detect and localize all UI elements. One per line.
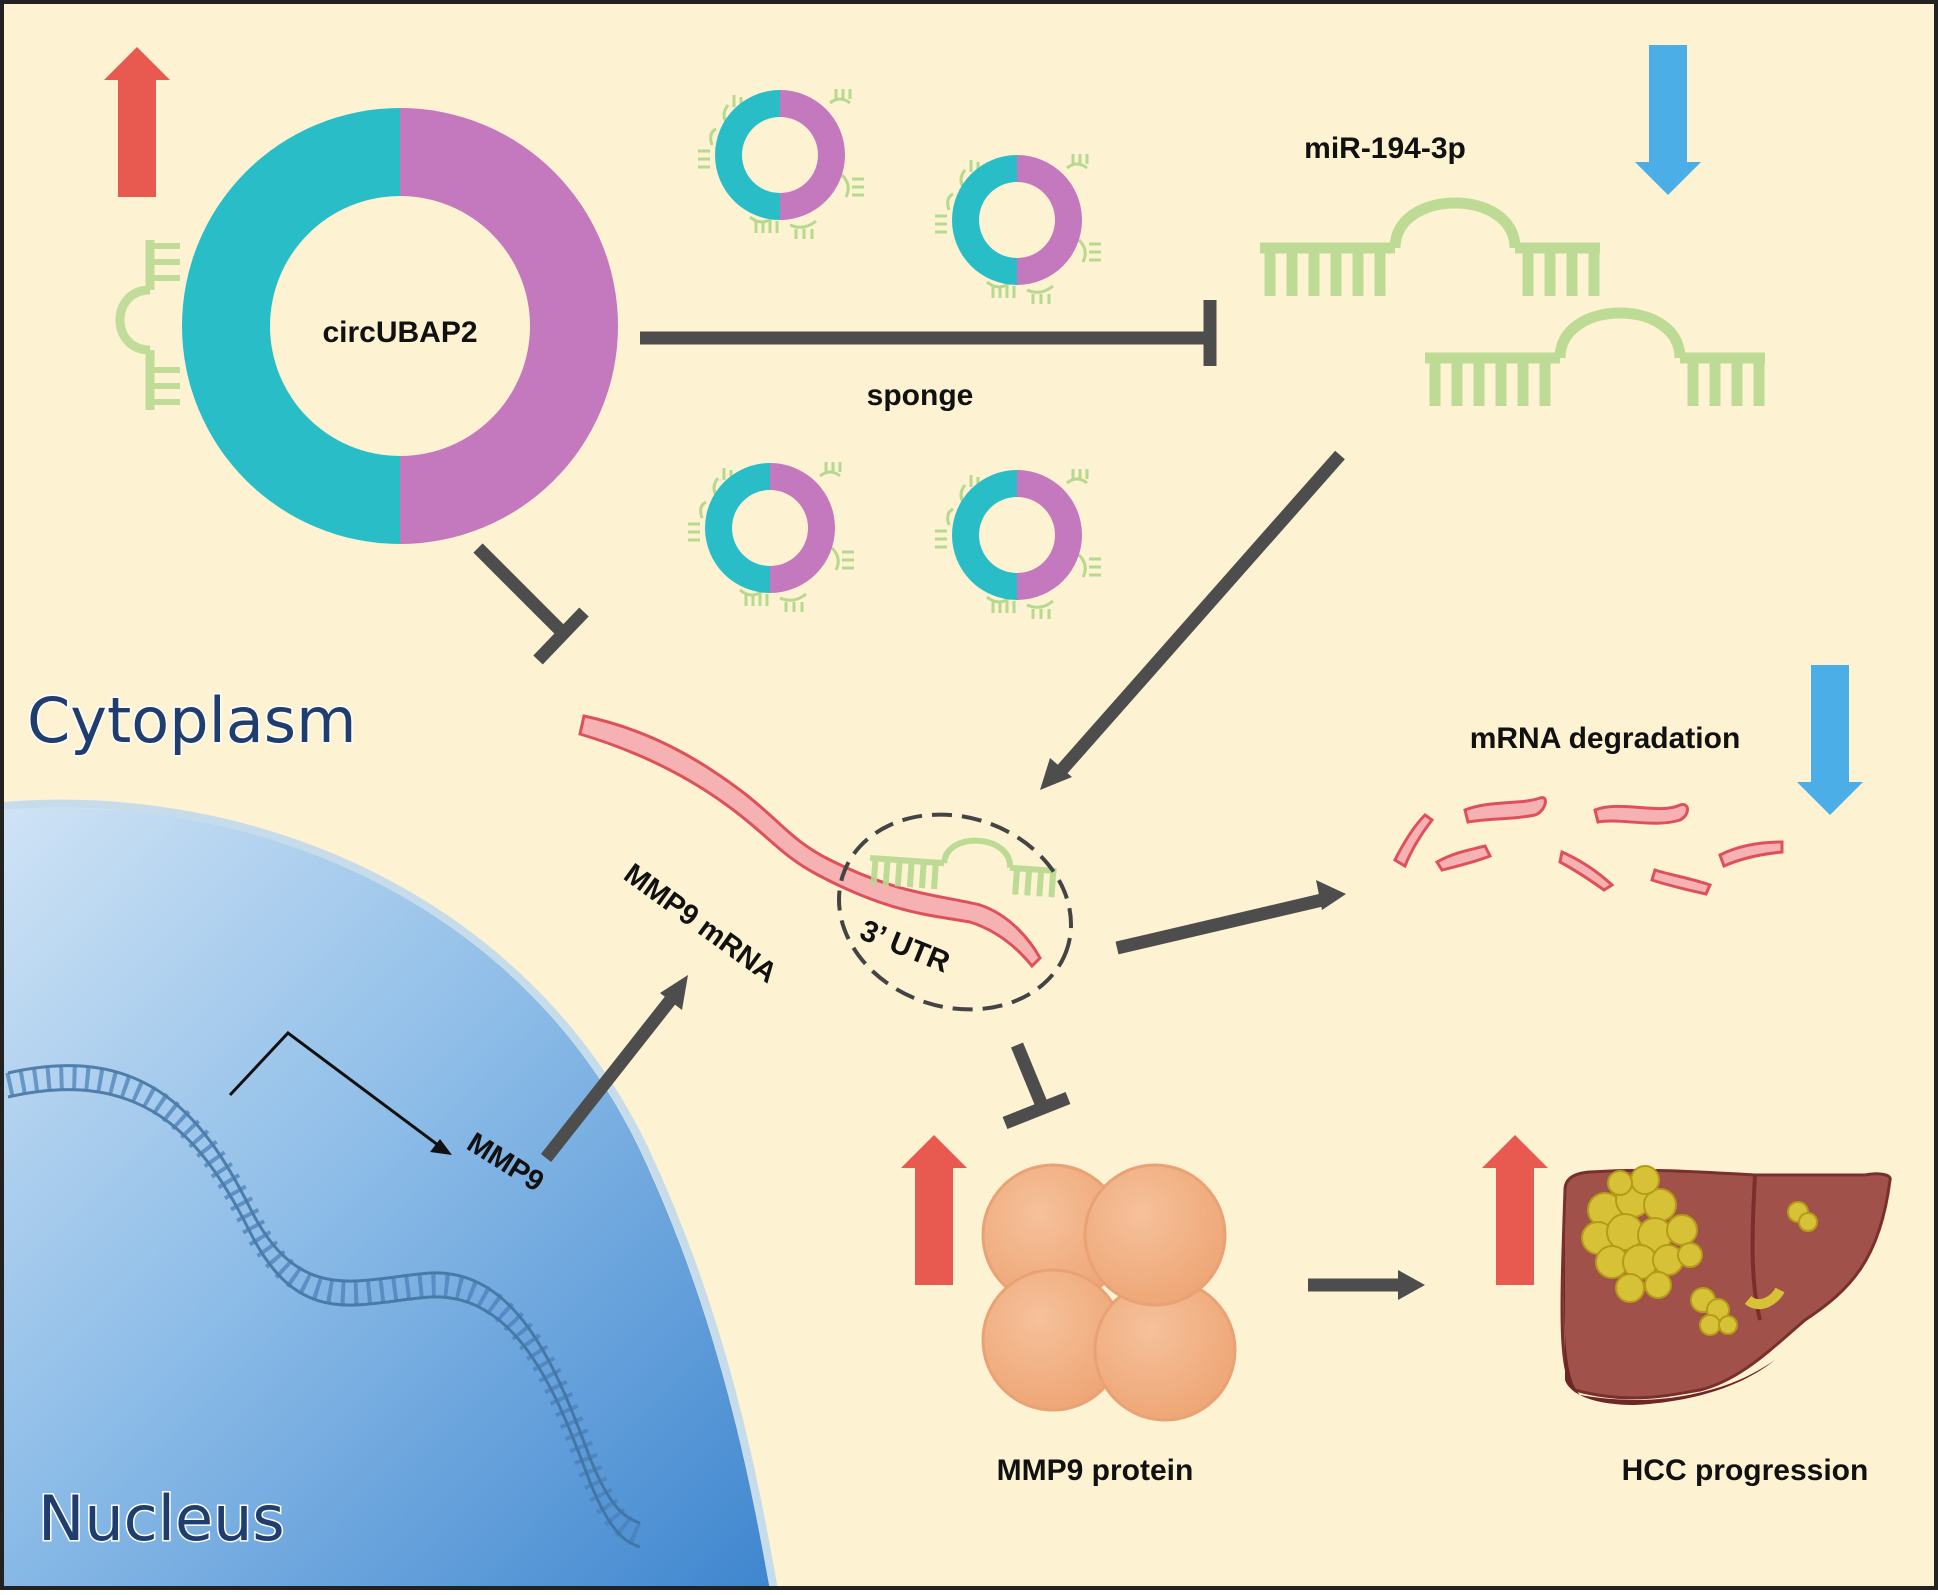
sponge-inhibition-arrow — [640, 300, 1217, 366]
mrna-fragments — [1393, 796, 1784, 896]
mmp9-protein-icon — [981, 1163, 1237, 1422]
degradation-label: mRNA degradation — [1470, 722, 1741, 755]
transcription-arrow — [228, 1030, 452, 1155]
protein-label: MMP9 protein — [997, 1454, 1194, 1487]
degradation-arrow — [1115, 880, 1346, 955]
circubap2-label: circUBAP2 — [322, 316, 477, 349]
liver-icon — [1560, 1165, 1892, 1405]
cytoplasm-label: Cytoplasm — [27, 684, 357, 757]
nucleus-label: Nucleus — [38, 1482, 285, 1555]
export-arrow — [540, 975, 688, 1163]
mirna-binding-arrow — [1040, 450, 1345, 790]
bound-mirna-icon — [115, 240, 180, 410]
dna-helix-icon — [5, 1064, 645, 1549]
hcc-label: HCC progression — [1622, 1454, 1869, 1487]
mirna-label: miR-194-3p — [1304, 132, 1466, 165]
circubap2-ring — [182, 108, 618, 544]
utr-ellipse — [836, 812, 1074, 1012]
mmp9-mrna-strand — [578, 714, 1042, 969]
progression-arrow — [1308, 1270, 1425, 1300]
protein-inhibition-arrow — [1002, 1042, 1071, 1130]
nucleus-region — [4, 807, 770, 1586]
sponge-label: sponge — [867, 379, 974, 412]
circ-inhibition-arrow — [473, 543, 589, 665]
